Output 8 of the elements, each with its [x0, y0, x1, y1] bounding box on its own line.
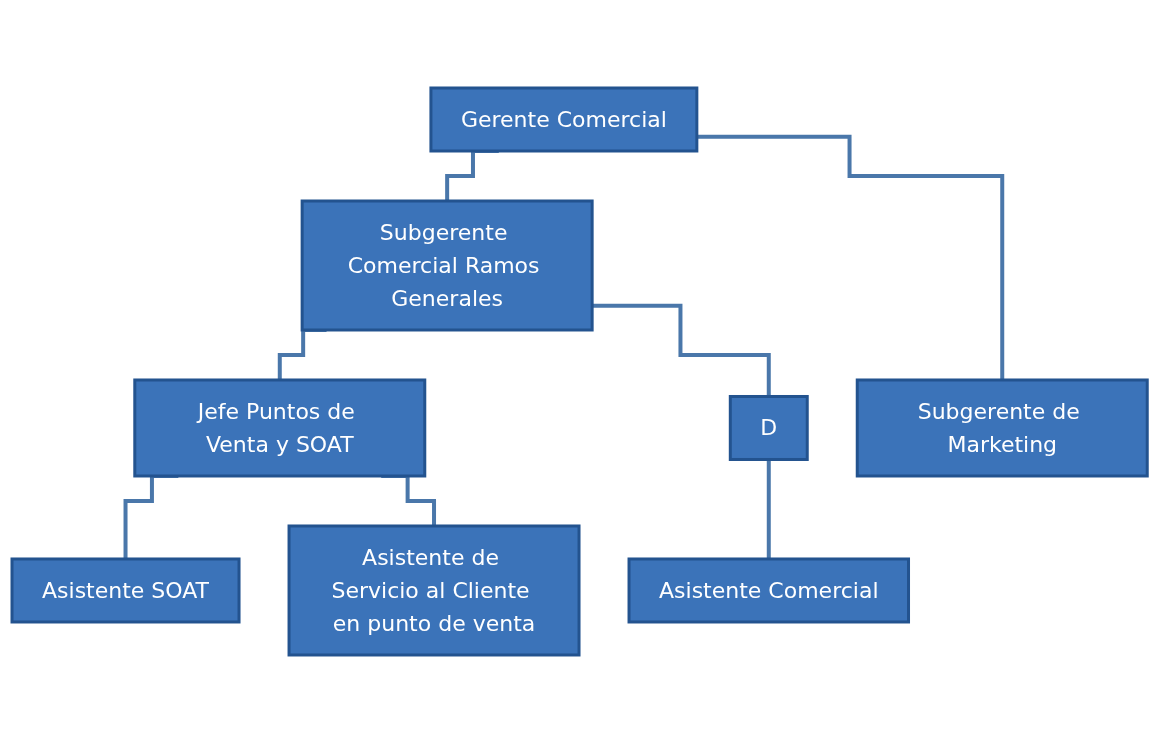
node-box: Gerente Comercial	[429, 86, 699, 152]
node-box: Subgerente de Marketing	[856, 378, 1150, 477]
node-box: Asistente Comercial	[627, 557, 911, 623]
node-box: Asistente SOAT	[10, 557, 241, 623]
node-box: Jefe Puntos de Venta y SOAT	[133, 378, 427, 477]
node-box: D	[729, 394, 810, 461]
node-box: Subgerente Comercial Ramos Generales	[301, 199, 594, 331]
node-box: Asistente de Servicio al Cliente en punto de venta	[287, 524, 581, 656]
